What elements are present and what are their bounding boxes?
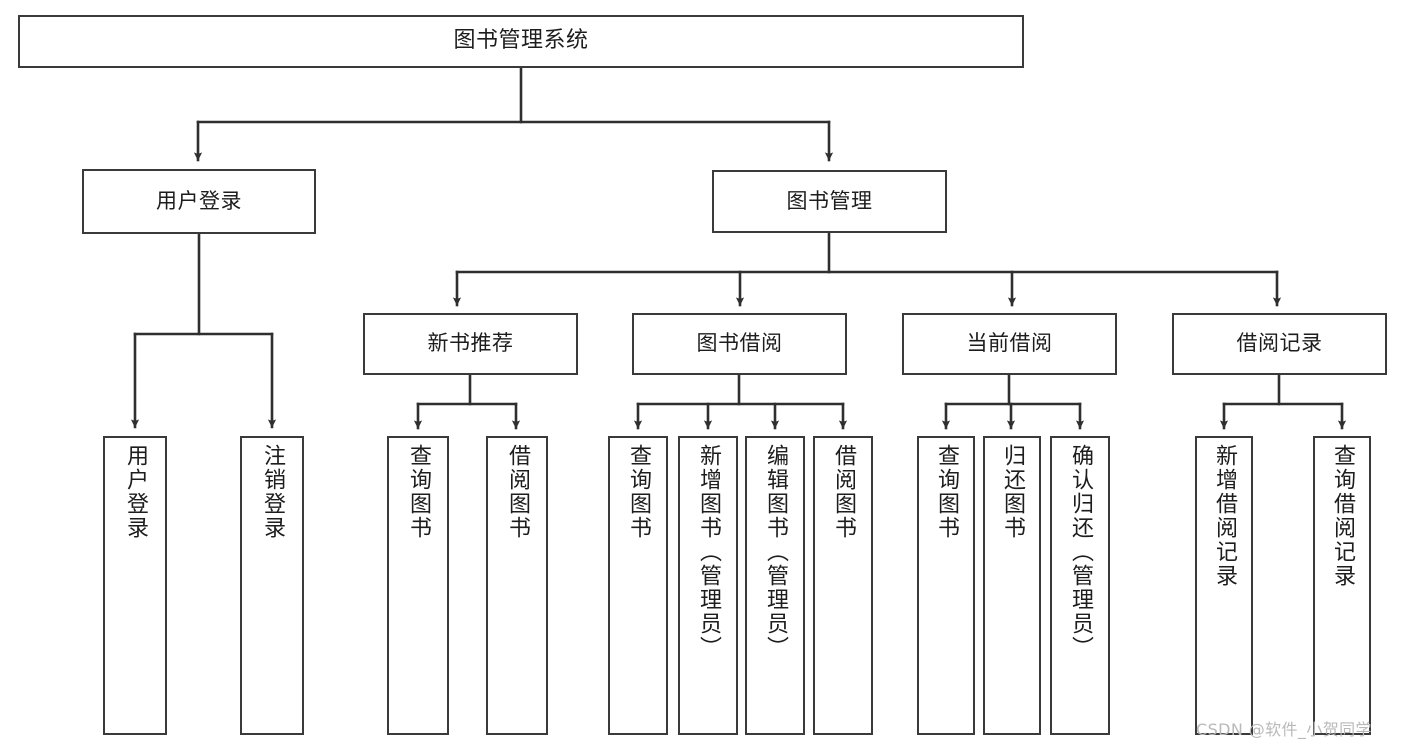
node-leaf-borrow-book-rec[interactable]: 借阅图书 [486, 436, 548, 735]
node-label: 确认归还（管理员） [1068, 444, 1093, 660]
node-leaf-query-book-current[interactable]: 查询图书 [917, 436, 975, 735]
node-label: 注销登录 [260, 444, 285, 540]
node-label: 查询图书 [934, 444, 959, 540]
node-leaf-add-borrow-record[interactable]: 新增借阅记录 [1195, 436, 1253, 735]
node-label: 查询图书 [406, 444, 431, 540]
node-leaf-return-book[interactable]: 归还图书 [983, 436, 1041, 735]
node-new-book-recommend[interactable]: 新书推荐 [363, 313, 578, 375]
node-label: 用户登录 [156, 188, 242, 213]
node-label: 借阅记录 [1236, 331, 1323, 356]
node-leaf-edit-book[interactable]: 编辑图书（管理员） [745, 436, 805, 735]
node-book-borrow[interactable]: 图书借阅 [632, 313, 847, 375]
node-label: 借阅图书 [831, 444, 856, 540]
node-leaf-query-book-borrow[interactable]: 查询图书 [608, 436, 668, 735]
node-label: 查询图书 [626, 444, 651, 540]
node-label: 新书推荐 [427, 331, 514, 356]
node-label: 新增图书（管理员） [696, 444, 721, 660]
node-leaf-borrow-book[interactable]: 借阅图书 [813, 436, 873, 735]
node-label: 用户登录 [123, 444, 148, 540]
node-label: 图书管理 [786, 188, 873, 213]
node-label: 查询借阅记录 [1330, 444, 1355, 588]
node-leaf-confirm-return[interactable]: 确认归还（管理员） [1050, 436, 1110, 735]
node-leaf-query-book-rec[interactable]: 查询图书 [387, 436, 449, 735]
node-leaf-query-borrow-record[interactable]: 查询借阅记录 [1313, 436, 1371, 735]
node-label: 图书借阅 [696, 331, 783, 356]
node-label: 新增借阅记录 [1212, 444, 1237, 588]
node-leaf-user-login[interactable]: 用户登录 [103, 436, 167, 735]
node-label: 当前借阅 [966, 331, 1053, 356]
node-current-borrow[interactable]: 当前借阅 [902, 313, 1117, 375]
node-book-manage[interactable]: 图书管理 [712, 170, 947, 233]
node-label: 归还图书 [1000, 444, 1025, 540]
node-leaf-add-book[interactable]: 新增图书（管理员） [678, 436, 738, 735]
node-root-system[interactable]: 图书管理系统 [18, 15, 1024, 68]
node-user-login[interactable]: 用户登录 [82, 169, 316, 234]
node-label: 图书管理系统 [453, 28, 589, 54]
csdn-watermark: CSDN @软件_小贺同学 [1196, 720, 1372, 739]
node-label: 借阅图书 [505, 444, 530, 540]
node-leaf-logout-login[interactable]: 注销登录 [240, 436, 304, 735]
node-borrow-record[interactable]: 借阅记录 [1172, 313, 1387, 375]
node-label: 编辑图书（管理员） [763, 444, 788, 660]
